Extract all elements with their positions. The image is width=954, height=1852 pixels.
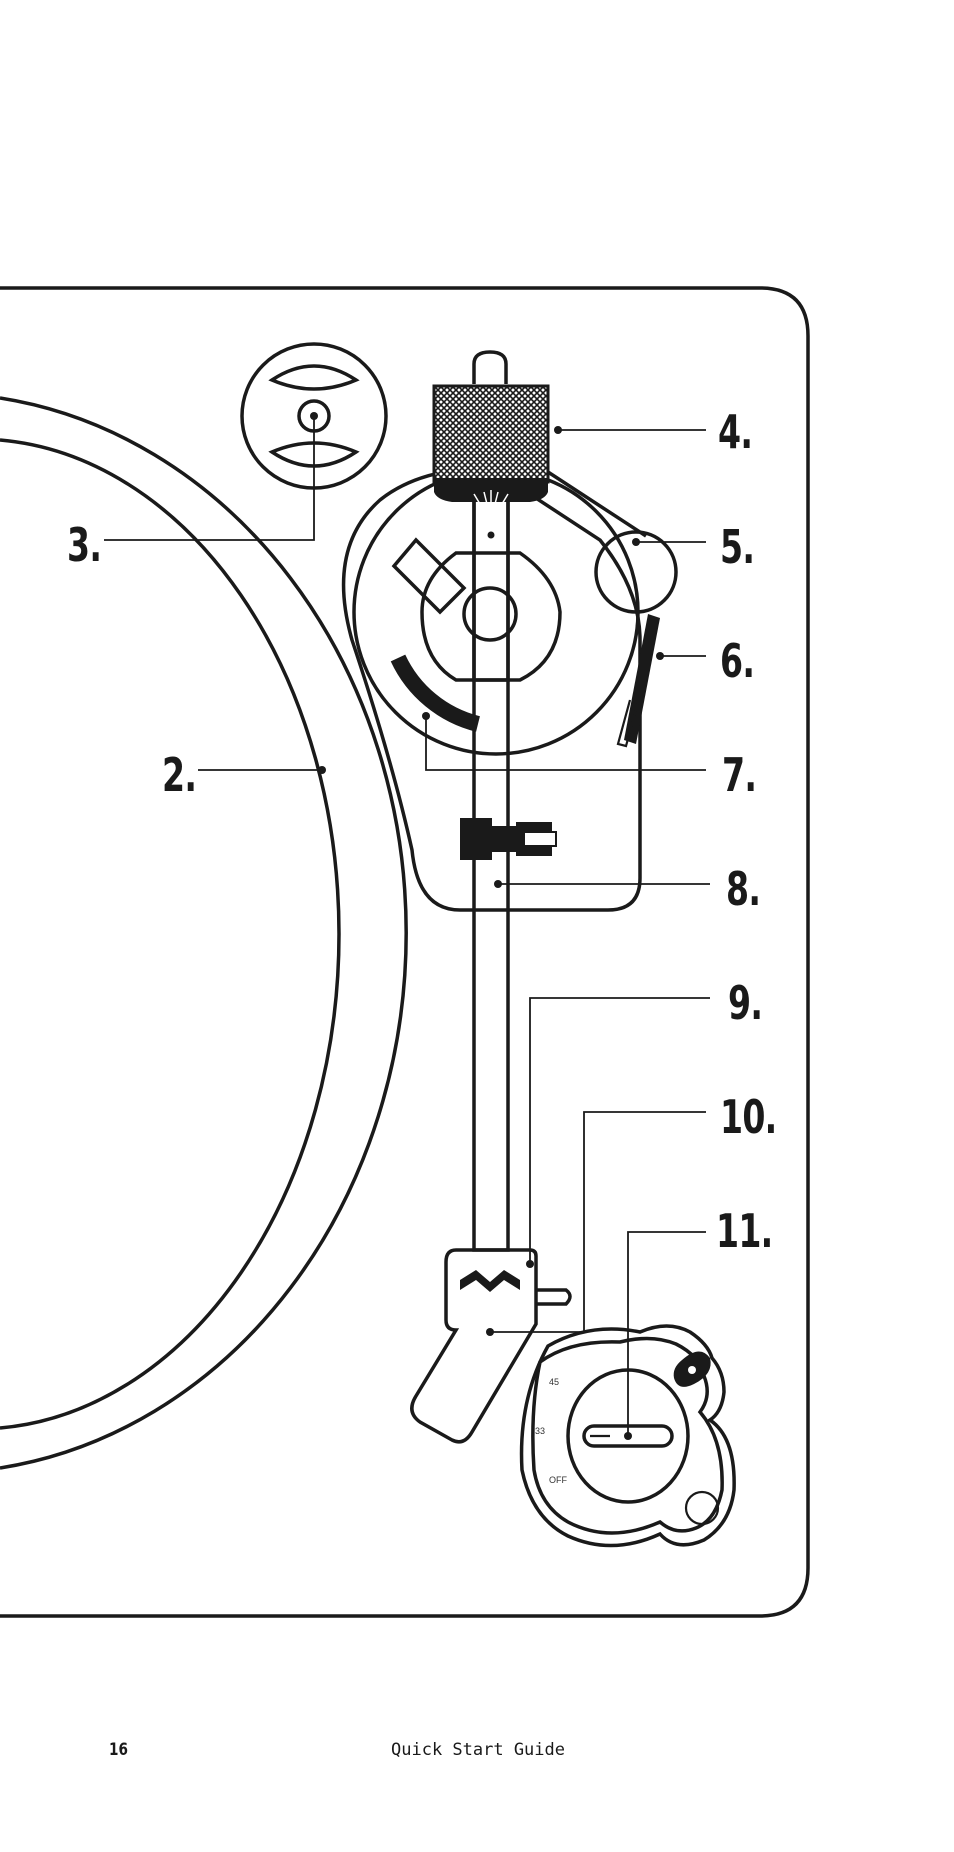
arm-rest — [460, 818, 557, 860]
plinth-outline — [0, 286, 810, 1618]
speed-45-label: 45 — [549, 1377, 560, 1387]
cueing-knob — [432, 384, 550, 506]
tonearm-pivot — [352, 468, 640, 756]
callout-cartridge: 10. — [720, 1090, 777, 1144]
callout-tonearm: 8. — [726, 862, 761, 916]
callout-counterweight: 5. — [720, 520, 755, 574]
callout-anti-skate: 7. — [722, 748, 757, 802]
cue-lever — [624, 614, 660, 744]
callout-tonearm-rest: 6. — [720, 634, 755, 688]
document-title: Quick Start Guide — [391, 1740, 565, 1760]
callout-platter: 2. — [162, 748, 197, 802]
tonearm-tube — [472, 498, 510, 1252]
callout-cueing-lever: 4. — [718, 405, 753, 459]
tonearm-base-plate — [341, 466, 642, 912]
callout-headshell-lift: 9. — [728, 976, 763, 1030]
callout-spindle: 3. — [67, 518, 102, 572]
speed-off-label: OFF — [549, 1475, 567, 1485]
platter — [0, 396, 408, 1470]
speed-33-label: 33 — [535, 1426, 546, 1436]
page-number: 16 — [109, 1740, 128, 1760]
headshell — [410, 1248, 572, 1444]
callout-speed-selector: 11. — [716, 1204, 773, 1258]
counterweight — [594, 530, 678, 614]
leader-lines — [104, 412, 710, 1440]
anti-skate-dial — [390, 654, 481, 732]
